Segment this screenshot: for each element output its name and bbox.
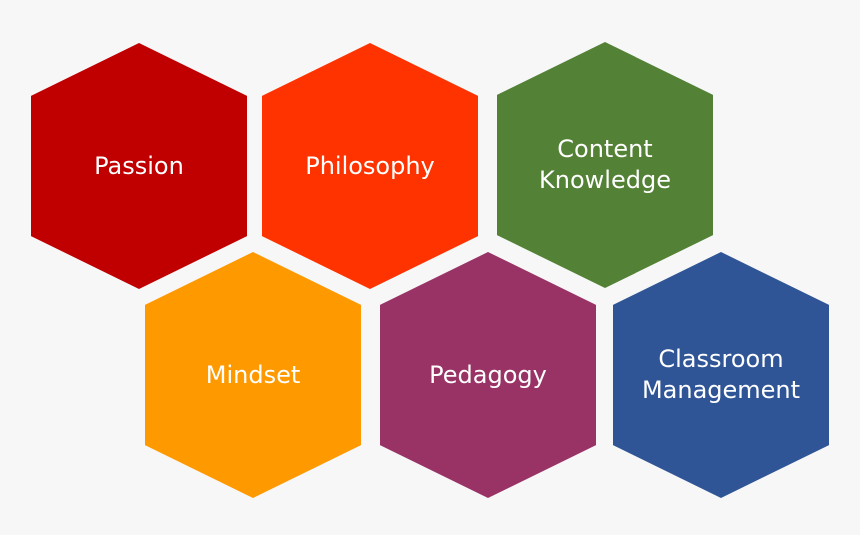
- hexagon-label-philosophy: Philosophy: [305, 151, 435, 180]
- hexagon-philosophy: Philosophy: [262, 43, 478, 289]
- hexagon-label-passion: Passion: [94, 151, 184, 180]
- hexagon-mindset: Mindset: [145, 252, 361, 498]
- hexagon-label-pedagogy: Pedagogy: [429, 360, 547, 389]
- hexagon-label-content-knowledge: Content Knowledge: [539, 135, 671, 194]
- hexagon-label-classroom-management: Classroom Management: [641, 345, 801, 404]
- hexagon-content-knowledge: Content Knowledge: [497, 42, 713, 288]
- hexagon-label-mindset: Mindset: [205, 360, 301, 389]
- hexagon-pedagogy: Pedagogy: [380, 252, 596, 498]
- hexagon-passion: Passion: [31, 43, 247, 289]
- hexagon-classroom-management: Classroom Management: [613, 252, 829, 498]
